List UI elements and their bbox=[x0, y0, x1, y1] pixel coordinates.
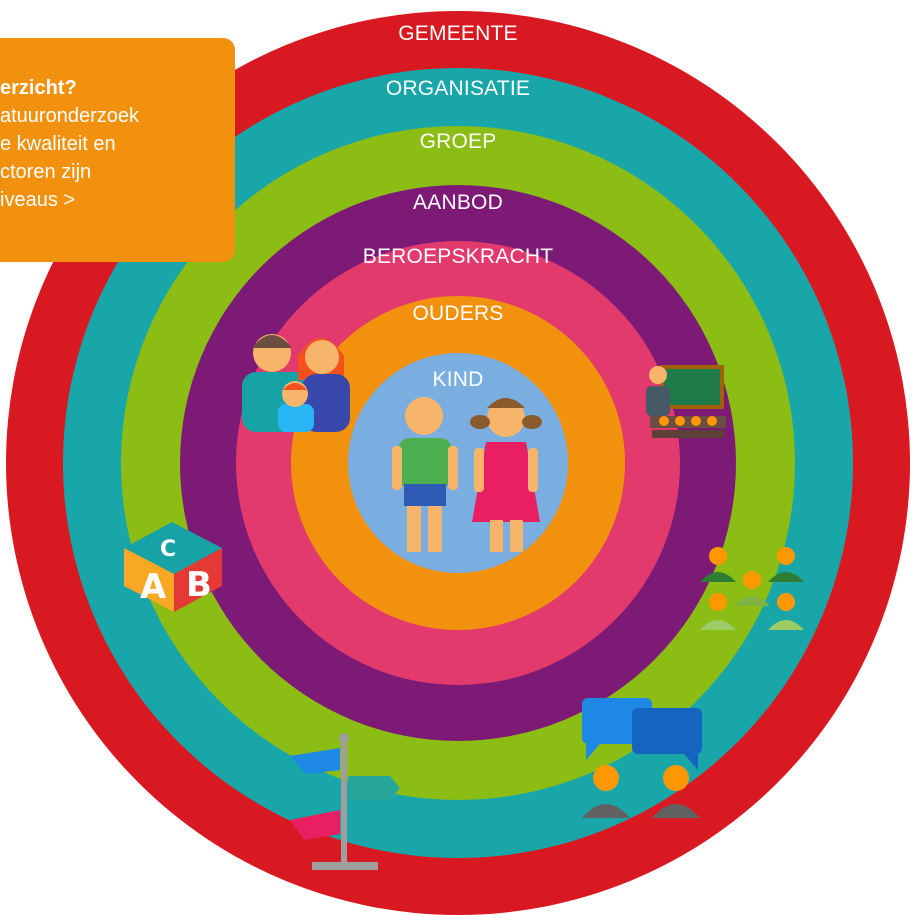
ring-label-aanbod: AANBOD bbox=[413, 191, 503, 214]
svg-text:A: A bbox=[140, 567, 167, 607]
teacher-blackboard-icon bbox=[646, 365, 726, 438]
family-icon bbox=[242, 334, 350, 432]
ring-label-kind: KIND bbox=[432, 368, 484, 391]
ring-label-ouders: OUDERS bbox=[412, 302, 504, 325]
callout-line[interactable]: iveaus > bbox=[0, 189, 76, 211]
conversation-icon bbox=[582, 698, 702, 818]
children-icon bbox=[392, 397, 542, 552]
ring-label-beroepskracht: BEROEPSKRACHT bbox=[362, 245, 554, 268]
svg-text:B: B bbox=[186, 565, 212, 605]
signpost-icon bbox=[290, 733, 400, 870]
info-callout[interactable]: erzicht? atuuronderzoek e kwaliteit en c… bbox=[0, 38, 235, 262]
ring-label-gemeente: GEMEENTE bbox=[398, 22, 518, 45]
callout-title: erzicht? bbox=[0, 77, 77, 99]
abc-block-icon: A B C bbox=[124, 522, 222, 612]
ring-label-groep: GROEP bbox=[419, 130, 497, 153]
svg-text:C: C bbox=[160, 537, 176, 562]
callout-line: atuuronderzoek bbox=[0, 105, 139, 127]
callout-line: e kwaliteit en bbox=[0, 133, 116, 155]
callout-line: ctoren zijn bbox=[0, 161, 92, 183]
group-people-icon bbox=[700, 547, 804, 630]
ring-label-organisatie: ORGANISATIE bbox=[385, 77, 531, 100]
